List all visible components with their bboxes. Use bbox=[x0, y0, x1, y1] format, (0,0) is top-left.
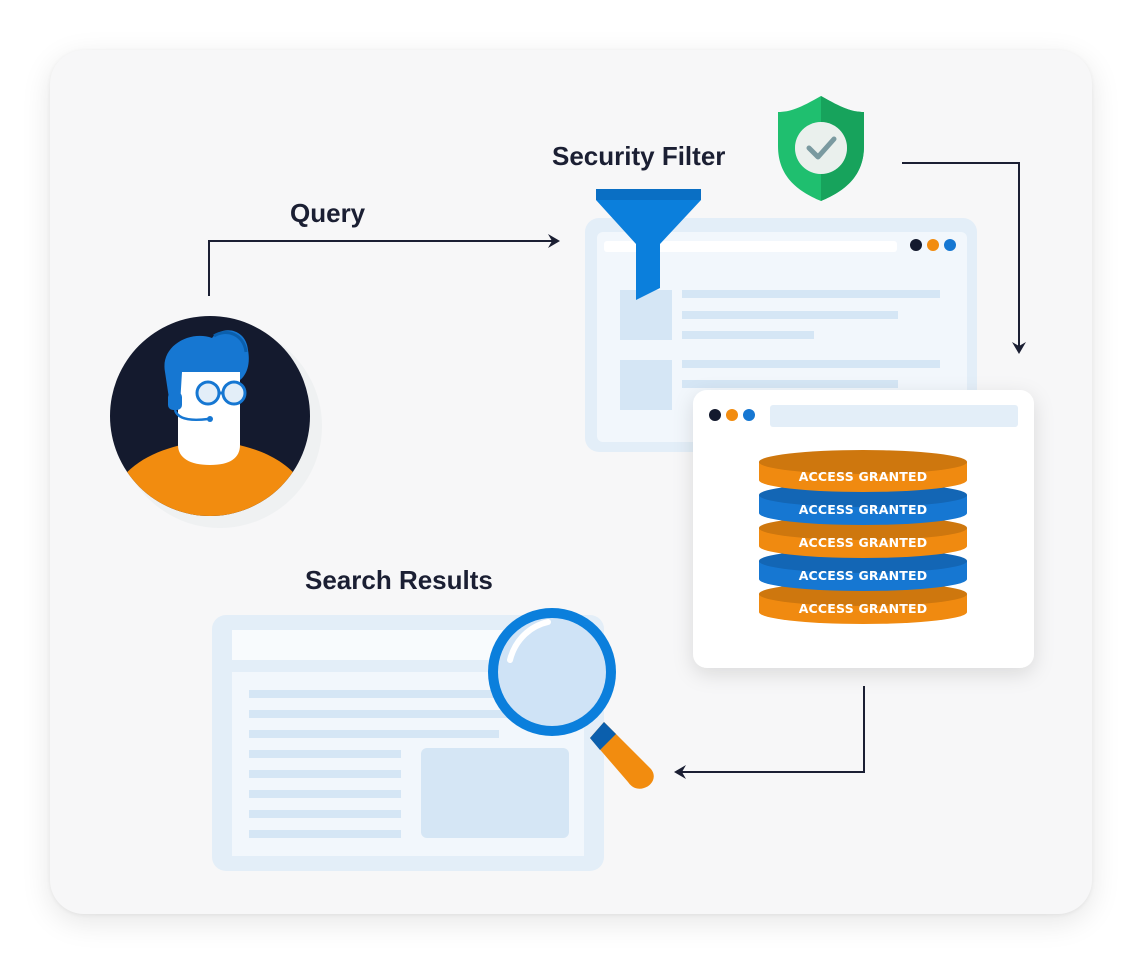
disk-top bbox=[759, 450, 967, 474]
funnel-icon bbox=[596, 189, 701, 300]
shield-check-icon bbox=[778, 96, 864, 201]
database-disk-stack: ACCESS GRANTED ACCESS GRANTED ACCESS GRANT… bbox=[759, 450, 967, 624]
user-avatar bbox=[110, 316, 322, 528]
filter-to-database-arrow bbox=[902, 162, 1026, 354]
filter-browser-window bbox=[585, 218, 977, 452]
magnifier-icon bbox=[488, 608, 654, 789]
search-results-label: Search Results bbox=[305, 565, 493, 595]
disk-label: ACCESS GRANTED bbox=[799, 535, 928, 550]
query-label: Query bbox=[290, 198, 366, 228]
database-disk: ACCESS GRANTED bbox=[759, 450, 967, 492]
disk-label: ACCESS GRANTED bbox=[799, 469, 928, 484]
database-to-results-arrow bbox=[674, 686, 865, 779]
disk-label: ACCESS GRANTED bbox=[799, 601, 928, 616]
security-filter-label: Security Filter bbox=[552, 141, 726, 171]
disk-label: ACCESS GRANTED bbox=[799, 502, 928, 517]
query-arrow bbox=[208, 234, 560, 296]
disk-label: ACCESS GRANTED bbox=[799, 568, 928, 583]
